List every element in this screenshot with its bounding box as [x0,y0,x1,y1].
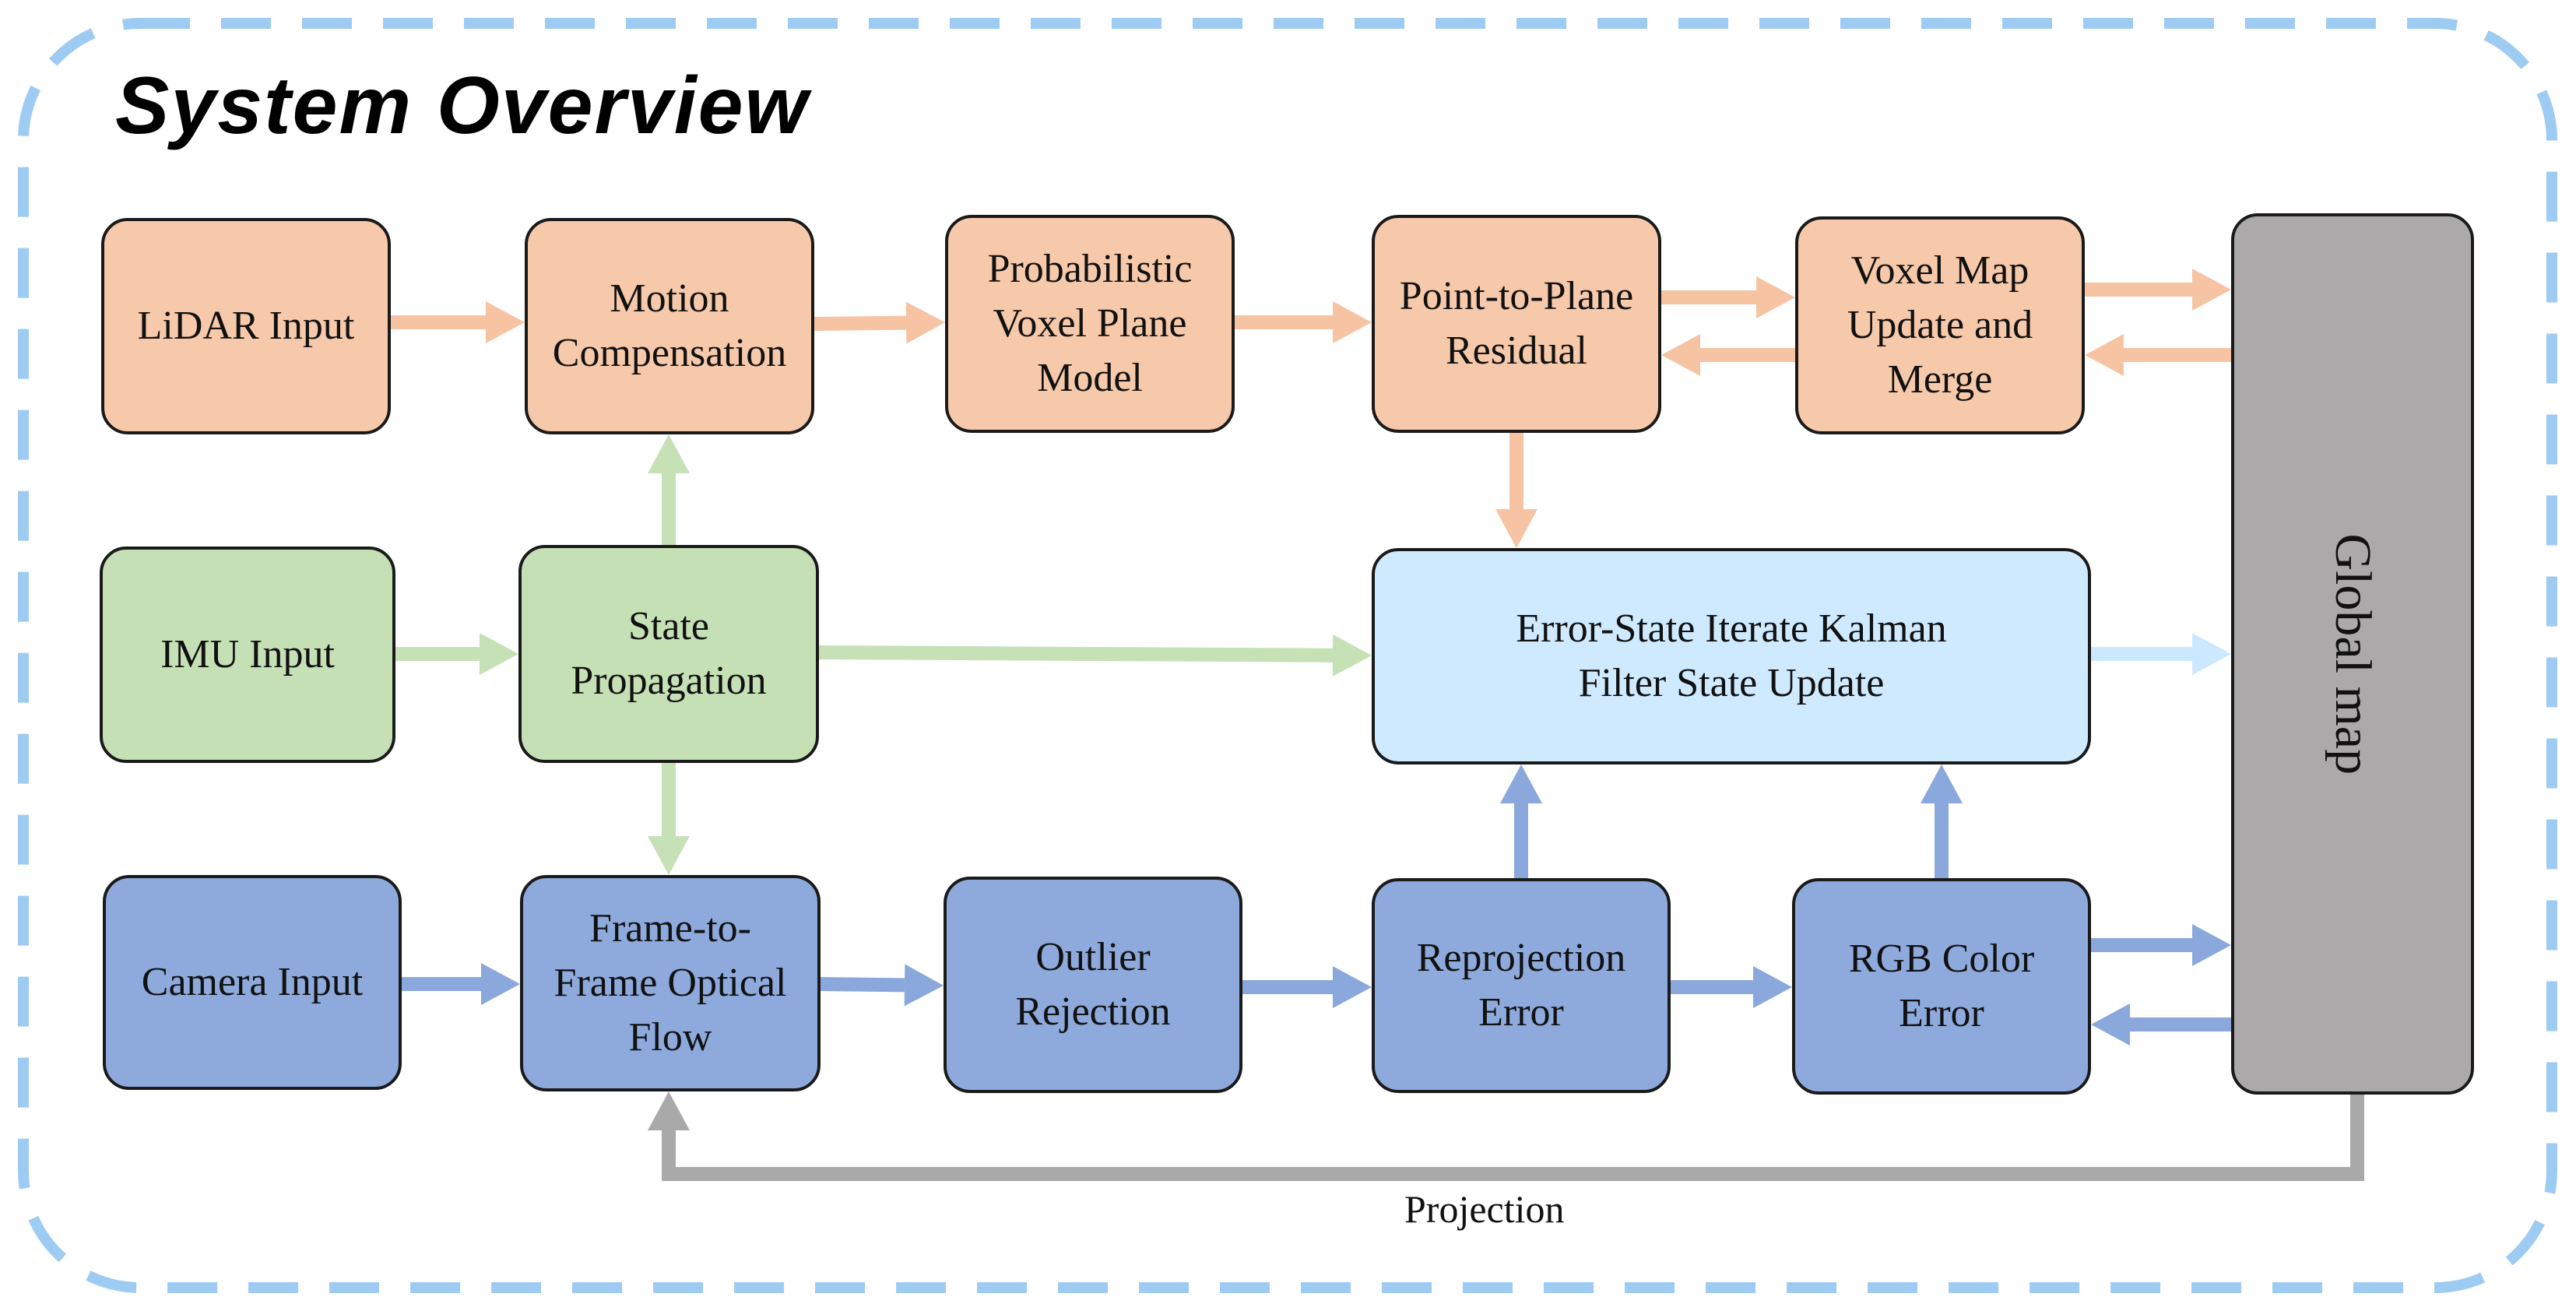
node-voxel-map-update: Voxel Map Update and Merge [1795,216,2085,434]
edge-global-map-to-voxel-map-update [2085,334,2231,376]
edge-reprojection-error-to-ekf-update [1500,764,1542,878]
node-label: LiDAR Input [137,304,355,349]
edge-voxel-map-update-to-global-map [2085,269,2231,311]
node-label: Global map [2325,533,2382,775]
arrow-head [1661,334,1700,376]
diagram-title: System Overview [115,61,810,151]
arrow-head [1332,634,1372,677]
node-frame-to-frame-optical-flow: Frame-to- Frame Optical Flow [520,875,821,1091]
arrow-head [1500,764,1542,803]
node-camera-input: Camera Input [103,875,402,1090]
node-label: IMU Input [160,632,335,677]
arrow-head [1756,276,1795,318]
node-label: State Propagation [571,604,767,703]
edge-ekf-update-to-global-map [2091,633,2231,675]
node-imu-input: IMU Input [100,547,395,763]
edge-state-propagation-to-motion-compensation [648,434,690,545]
arrow-head [648,836,690,875]
arrow-head [1495,509,1538,548]
node-label: Reprojection Error [1416,936,1626,1035]
edge-rgb-color-error-to-ekf-update [1921,764,1963,878]
edge-optical-flow-to-outlier-rejection [820,964,944,1007]
node-voxel-plane-model: Probabilistic Voxel Plane Model [945,215,1235,433]
node-reprojection-error: Reprojection Error [1372,878,1671,1093]
arrow-head [904,964,944,1007]
node-label: Frame-to- Frame Optical Flow [554,906,787,1060]
arrow-head [648,434,690,473]
edge-global-map-to-optical-flow [648,1091,2364,1181]
arrow-head [1753,966,1792,1008]
edge-state-propagation-to-ekf-update [818,634,1372,677]
arrow-head [2091,1003,2130,1046]
node-rgb-color-error: RGB Color Error [1792,878,2091,1095]
node-label: Error-State Iterate Kalman Filter State … [1516,606,1947,705]
node-state-propagation: State Propagation [518,545,819,763]
edge-global-map-to-rgb-color-error [2091,1003,2231,1046]
edge-camera-input-to-optical-flow [402,963,520,1005]
node-label: Voxel Map Update and Merge [1847,248,2033,402]
arrow-head [1333,301,1372,343]
arrow-head [1333,966,1372,1008]
arrow-head [905,301,945,344]
arrow-head [480,633,518,675]
dashed-frame [18,18,2557,1293]
edge-reprojection-error-to-rgb-color-error [1671,966,1792,1008]
node-label: Camera Input [141,960,364,1005]
arrow-head [648,1091,690,1130]
edge-line [814,315,907,331]
arrow-head [2085,334,2124,376]
node-point-to-plane-residual: Point-to-Plane Residual [1372,215,1661,433]
edge-imu-input-to-state-propagation [395,633,518,675]
arrow-head [1921,764,1963,803]
edge-lidar-input-to-motion-compensation [391,301,525,343]
edge-voxel-plane-model-to-point-to-plane [1235,301,1372,343]
edge-line [662,1095,2364,1181]
edge-line [818,645,1334,663]
edge-layer [391,269,2364,1181]
edge-motion-compensation-to-voxel-plane-model [814,301,945,344]
node-label: Outlier Rejection [1015,935,1171,1034]
edge-state-propagation-to-optical-flow [648,763,690,875]
arrow-head [2192,924,2231,966]
edge-outlier-rejection-to-reprojection-error [1242,966,1372,1008]
node-ekf-state-update: Error-State Iterate Kalman Filter State … [1372,548,2091,764]
edge-voxel-map-update-to-point-to-plane [1661,334,1795,376]
arrow-head [2192,269,2231,311]
arrow-head [486,301,525,343]
edge-point-to-plane-to-voxel-map-update [1661,276,1795,318]
node-motion-compensation: Motion Compensation [525,218,814,434]
node-label: RGB Color Error [1848,937,2035,1035]
edge-point-to-plane-to-ekf-update [1495,433,1538,548]
node-global-map: Global map [2231,213,2474,1095]
node-label: Probabilistic Voxel Plane Model [987,247,1193,400]
node-outlier-rejection: Outlier Rejection [944,877,1242,1093]
arrow-head [481,963,520,1005]
node-lidar-input: LiDAR Input [101,218,391,434]
edge-rgb-color-error-to-global-map [2091,924,2231,966]
edge-label-projection: Projection [1404,1187,1565,1231]
node-label: Point-to-Plane Residual [1399,274,1634,373]
arrow-head [2192,633,2231,675]
edge-line [820,977,905,993]
node-label: Motion Compensation [552,276,787,375]
